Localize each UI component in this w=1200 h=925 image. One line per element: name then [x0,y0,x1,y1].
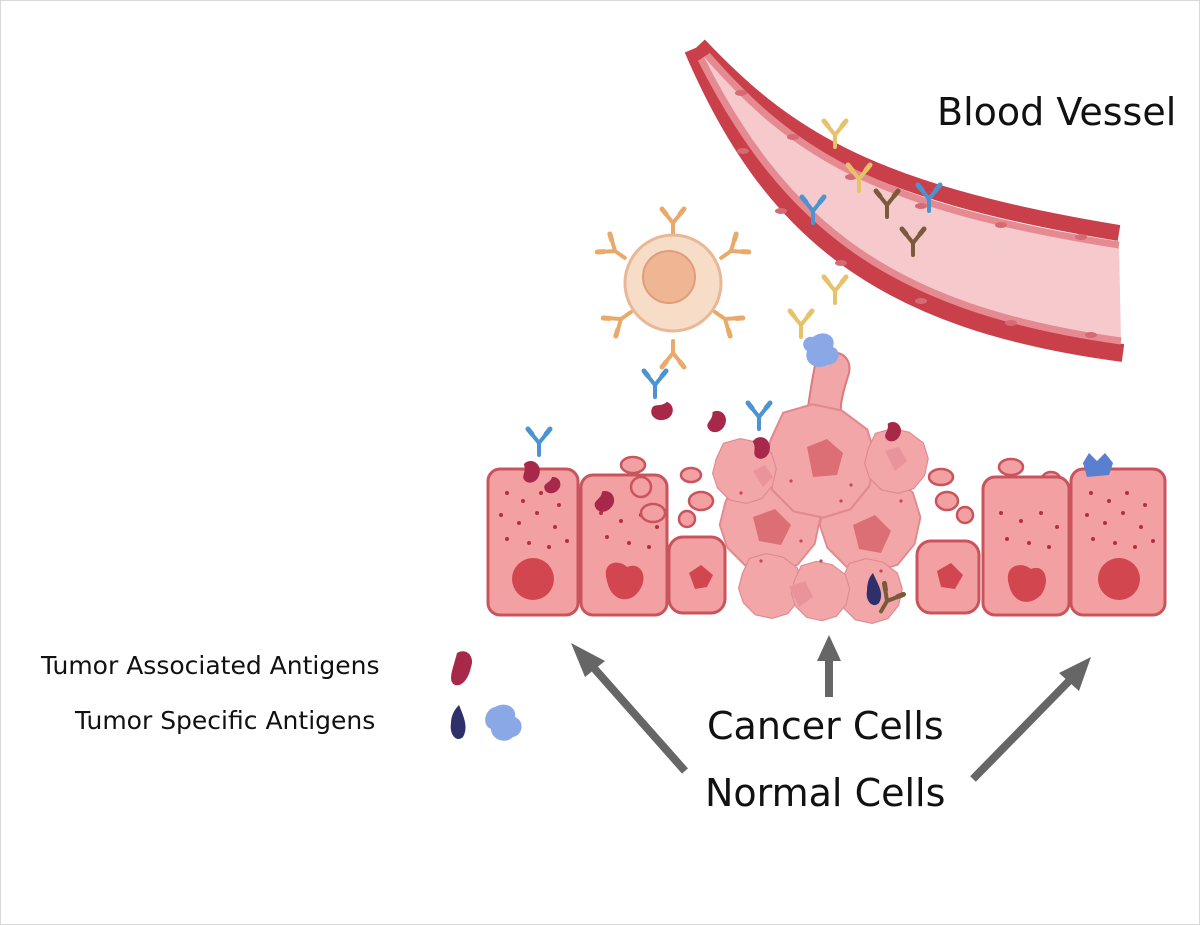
legend-tumor-specific-icons [450,704,522,741]
normal-cell-dots-right [999,491,1155,549]
normal-cells-label: Normal Cells [705,771,946,815]
legend-tumor-associated-label: Tumor Associated Antigens [41,651,380,680]
normal-cells-right [915,467,1167,617]
legend-tumor-specific-label: Tumor Specific Antigens [75,706,376,735]
normal-cells-left [486,467,727,617]
legend-tumor-associated-icon [451,651,473,686]
cancer-cells-label: Cancer Cells [707,704,944,748]
blood-vessel-label: Blood Vessel [937,90,1177,134]
cancer-cell-cluster [711,351,929,625]
immune-cell [597,209,749,367]
tumor-specific-antigens [803,333,1113,606]
pointer-arrows [571,635,1091,782]
